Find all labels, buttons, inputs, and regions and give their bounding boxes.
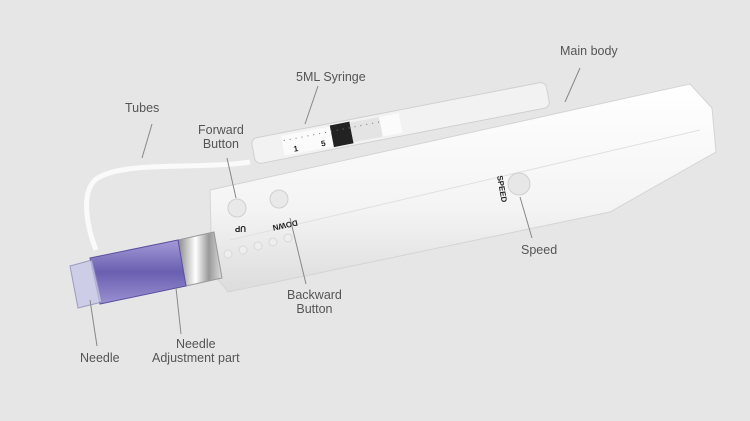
- syringe: 1 5: [251, 82, 550, 164]
- label-forward-button: Forward Button: [198, 123, 244, 151]
- syringe-mark: 5: [320, 139, 327, 149]
- speed-button: [507, 172, 531, 196]
- up-button: [227, 198, 247, 218]
- label-speed: Speed: [521, 243, 558, 257]
- label-line: Backward: [287, 288, 342, 302]
- tube: [84, 159, 251, 251]
- grip-holes: [223, 233, 293, 259]
- up-text: UP: [234, 224, 246, 233]
- label-tubes: Tubes: [125, 101, 160, 115]
- label-backward-button: Backward Button: [287, 288, 342, 316]
- label-needle-adjustment: Needle Adjustment part: [152, 337, 240, 365]
- label-line: Needle: [175, 337, 216, 351]
- down-button: [269, 189, 289, 209]
- label-line: Forward: [198, 123, 244, 137]
- label-line: Button: [296, 302, 333, 316]
- label-main-body: Main body: [560, 44, 618, 58]
- needle-cartridge: [89, 239, 187, 305]
- label-needle: Needle: [80, 351, 120, 365]
- leader-lines: [89, 67, 581, 347]
- label-syringe: 5ML Syringe: [296, 70, 366, 84]
- label-line: Button: [202, 137, 239, 151]
- label-line: Adjustment part: [152, 351, 240, 365]
- syringe-mark: 1: [293, 144, 300, 154]
